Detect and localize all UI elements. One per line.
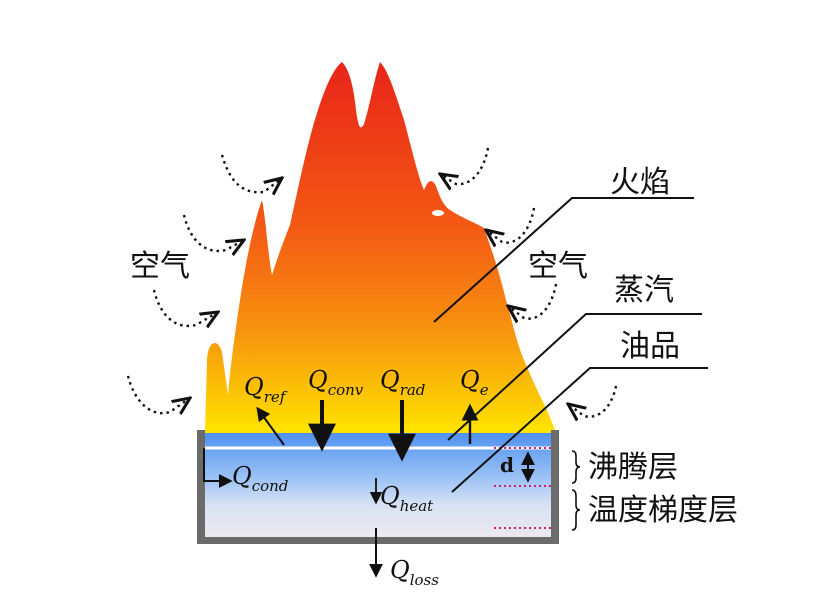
q-cond-label: Qcond — [232, 462, 288, 495]
air-flow-arrows-left — [126, 154, 282, 413]
boiling-layer-label: 沸腾层 — [588, 450, 678, 485]
vapor-label: 蒸汽 — [614, 273, 674, 308]
boiling-layer-brace — [571, 450, 581, 484]
flame-shape — [205, 62, 556, 432]
flame-leader-line — [433, 197, 694, 323]
gradient-layer-label: 温度梯度层 — [588, 493, 738, 528]
oil-label: 油品 — [620, 329, 680, 364]
oil-leader-line — [451, 367, 708, 493]
q-heat-label: Qheat — [380, 482, 434, 515]
q-e-label: Qe — [460, 366, 489, 399]
q-ref-arrow — [256, 406, 285, 446]
air-label-right: 空气 — [528, 249, 588, 284]
gradient-layer-brace — [571, 489, 581, 531]
flame-base — [205, 425, 551, 433]
flame-label: 火焰 — [610, 165, 670, 200]
flame-highlight — [432, 210, 444, 216]
d-label: d — [500, 453, 514, 477]
q-cond-arrow — [203, 448, 233, 488]
q-rad-label: Qrad — [380, 366, 425, 399]
air-label-left: 空气 — [130, 249, 190, 284]
q-ref-label: Qref — [244, 373, 288, 406]
q-conv-label: Qconv — [308, 366, 364, 399]
vapor-leader-line — [447, 313, 702, 441]
air-flow-arrows-right — [440, 147, 618, 417]
q-loss-label: Qloss — [390, 556, 439, 589]
